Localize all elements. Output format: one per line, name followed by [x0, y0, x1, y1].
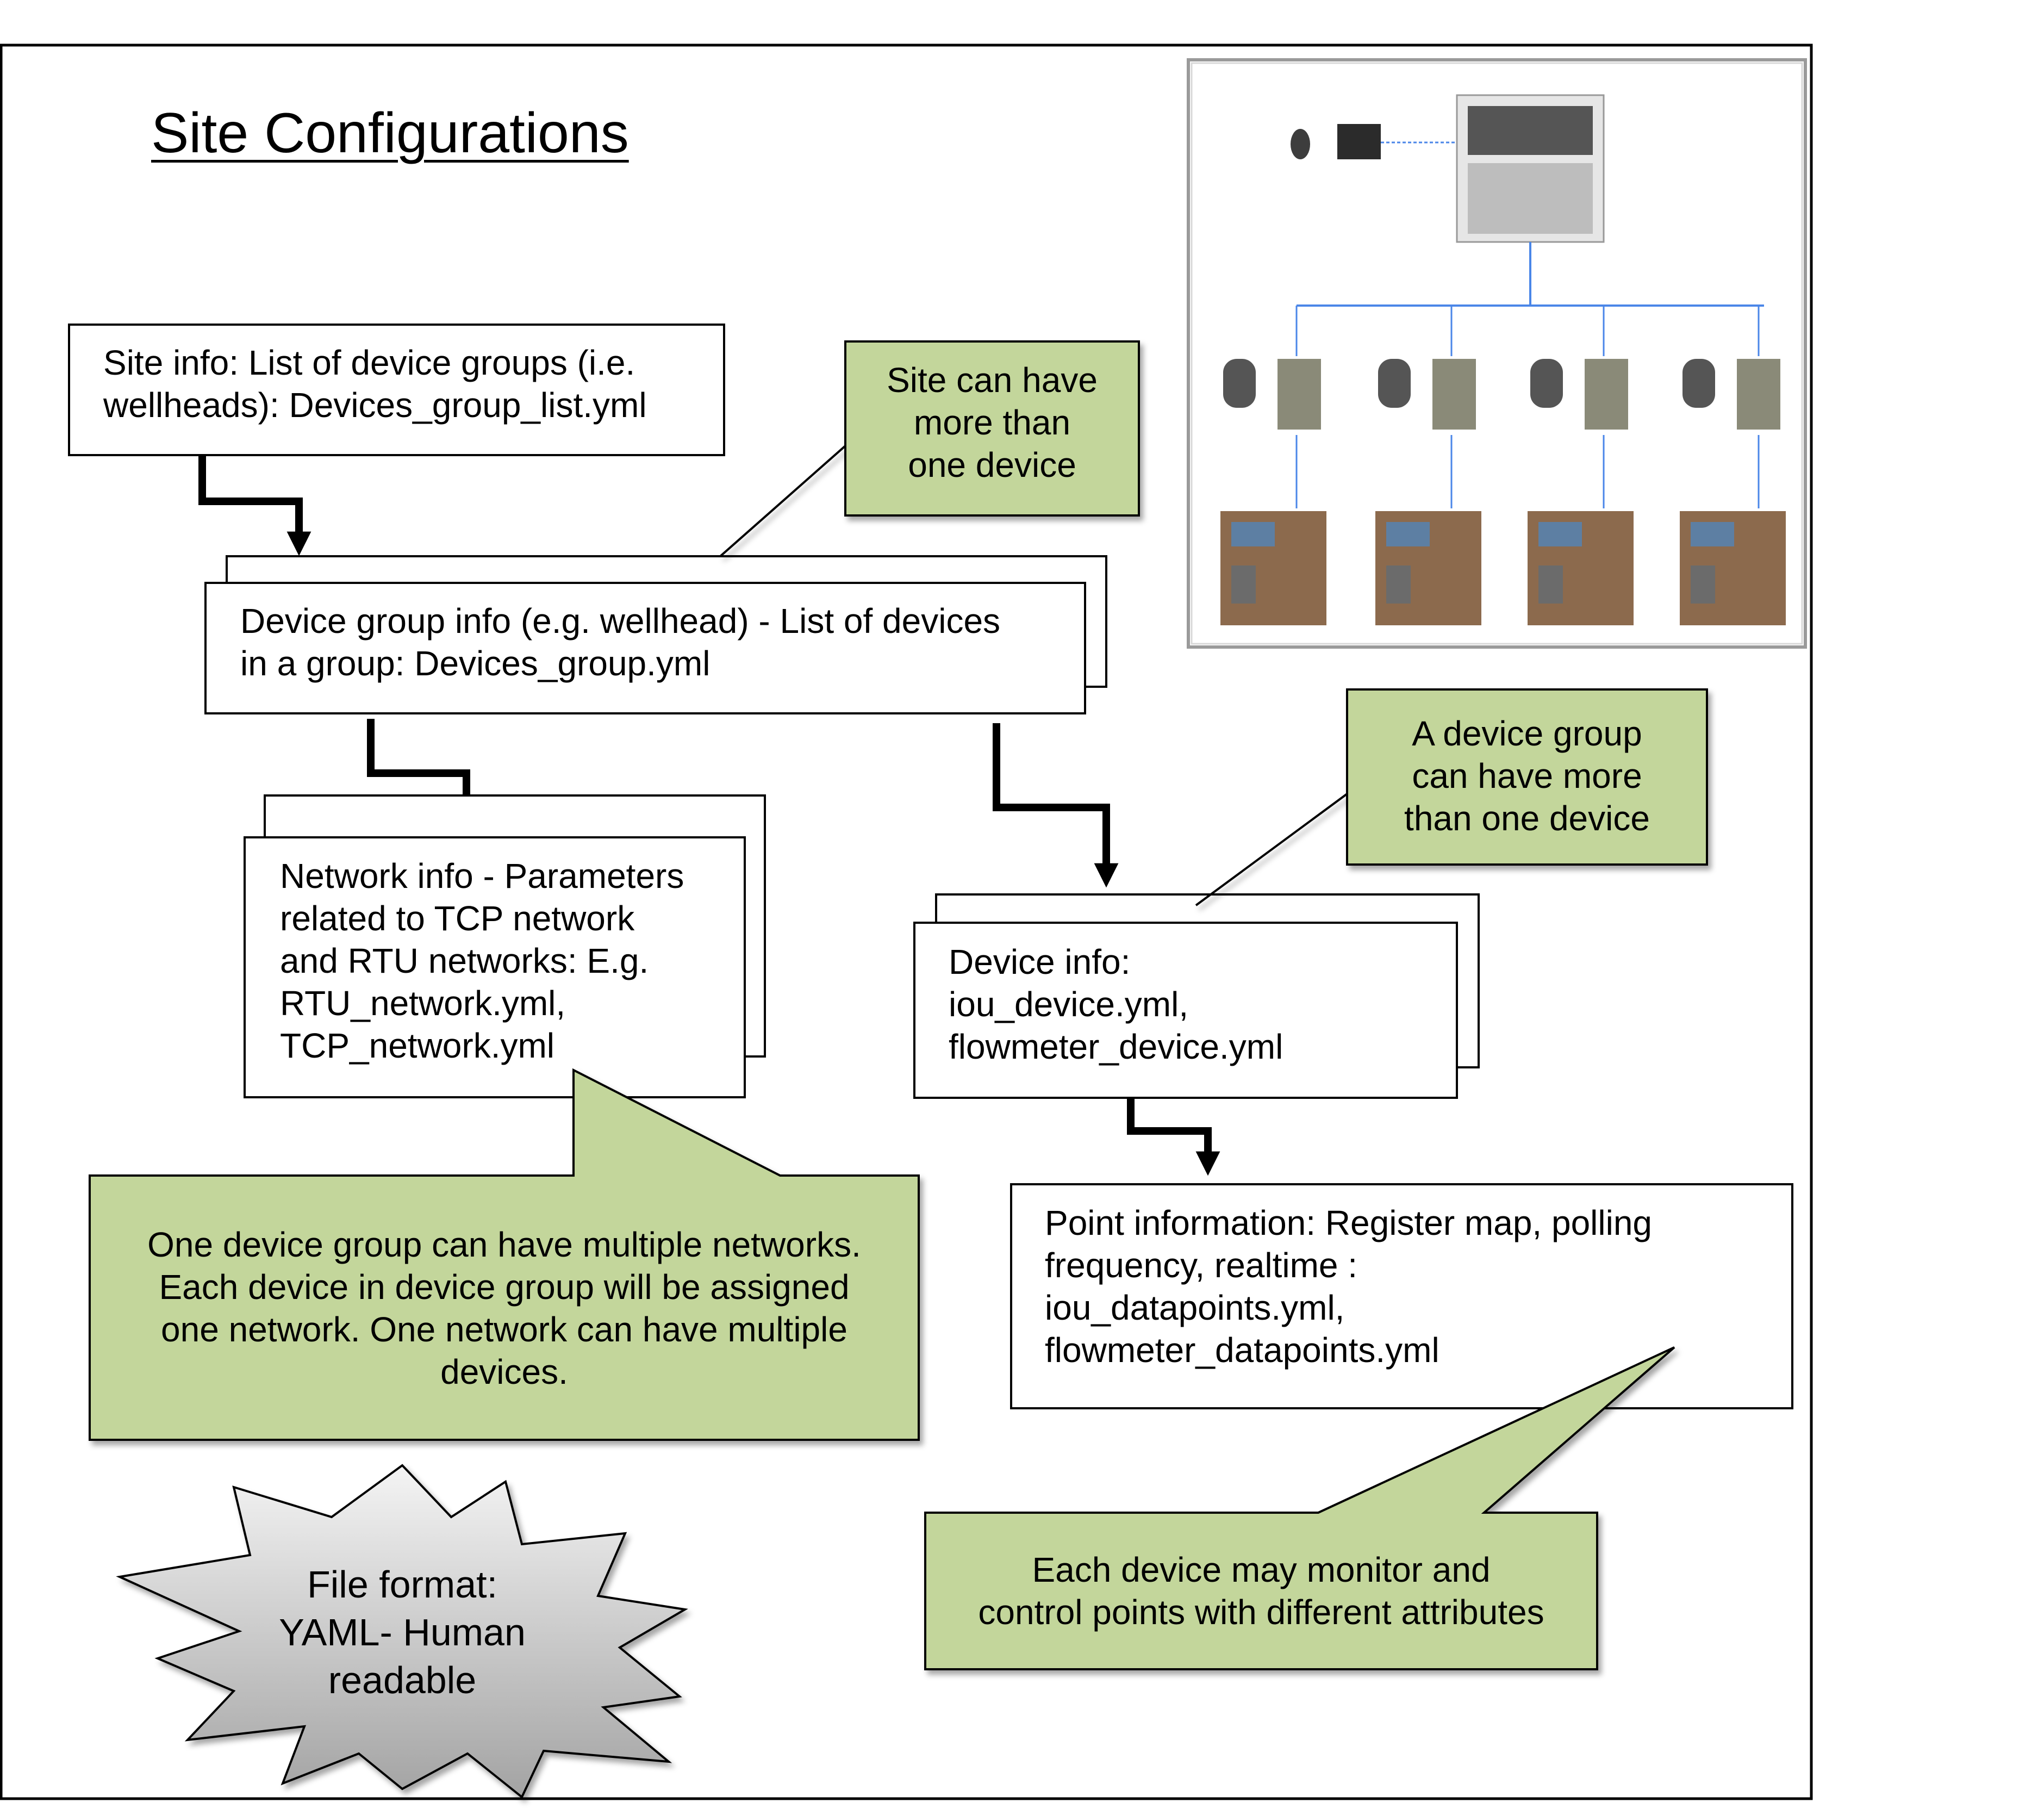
- device-group-text: Device group info (e.g. wellhead) - List…: [240, 601, 1001, 683]
- callout-points-text: Each device may monitor and control poin…: [978, 1550, 1544, 1632]
- callout-group-devices: [1195, 688, 1708, 906]
- callout-group-devices-text: A device group can have more than one de…: [1404, 714, 1650, 838]
- site-info-text: Site info: List of device groups (i.e. w…: [103, 343, 647, 425]
- site-illustration: [1187, 58, 1807, 649]
- network-info-text: Network info - Parameters related to TCP…: [280, 856, 684, 1065]
- site-info-box: [68, 324, 725, 456]
- file-format-starburst: [116, 1464, 688, 1799]
- callout-networks-text: One device group can have multiple netwo…: [147, 1225, 861, 1391]
- callout-points: [924, 1346, 1675, 1670]
- device-info-box: [913, 922, 1458, 1099]
- callout-site-devices-text: Site can have more than one device: [887, 360, 1098, 484]
- point-info-box: [1010, 1183, 1793, 1409]
- network-info-box: [244, 836, 746, 1098]
- point-info-text: Point information: Register map, polling…: [1045, 1203, 1652, 1370]
- starburst-text: File format: YAML- Human readable: [279, 1563, 526, 1701]
- device-group-box: [204, 582, 1086, 714]
- device-info-text: Device info: iou_device.yml, flowmeter_d…: [949, 942, 1283, 1066]
- callout-site-devices: [719, 340, 1140, 557]
- page-title: Site Configurations: [151, 102, 629, 165]
- callout-networks: [89, 1068, 920, 1441]
